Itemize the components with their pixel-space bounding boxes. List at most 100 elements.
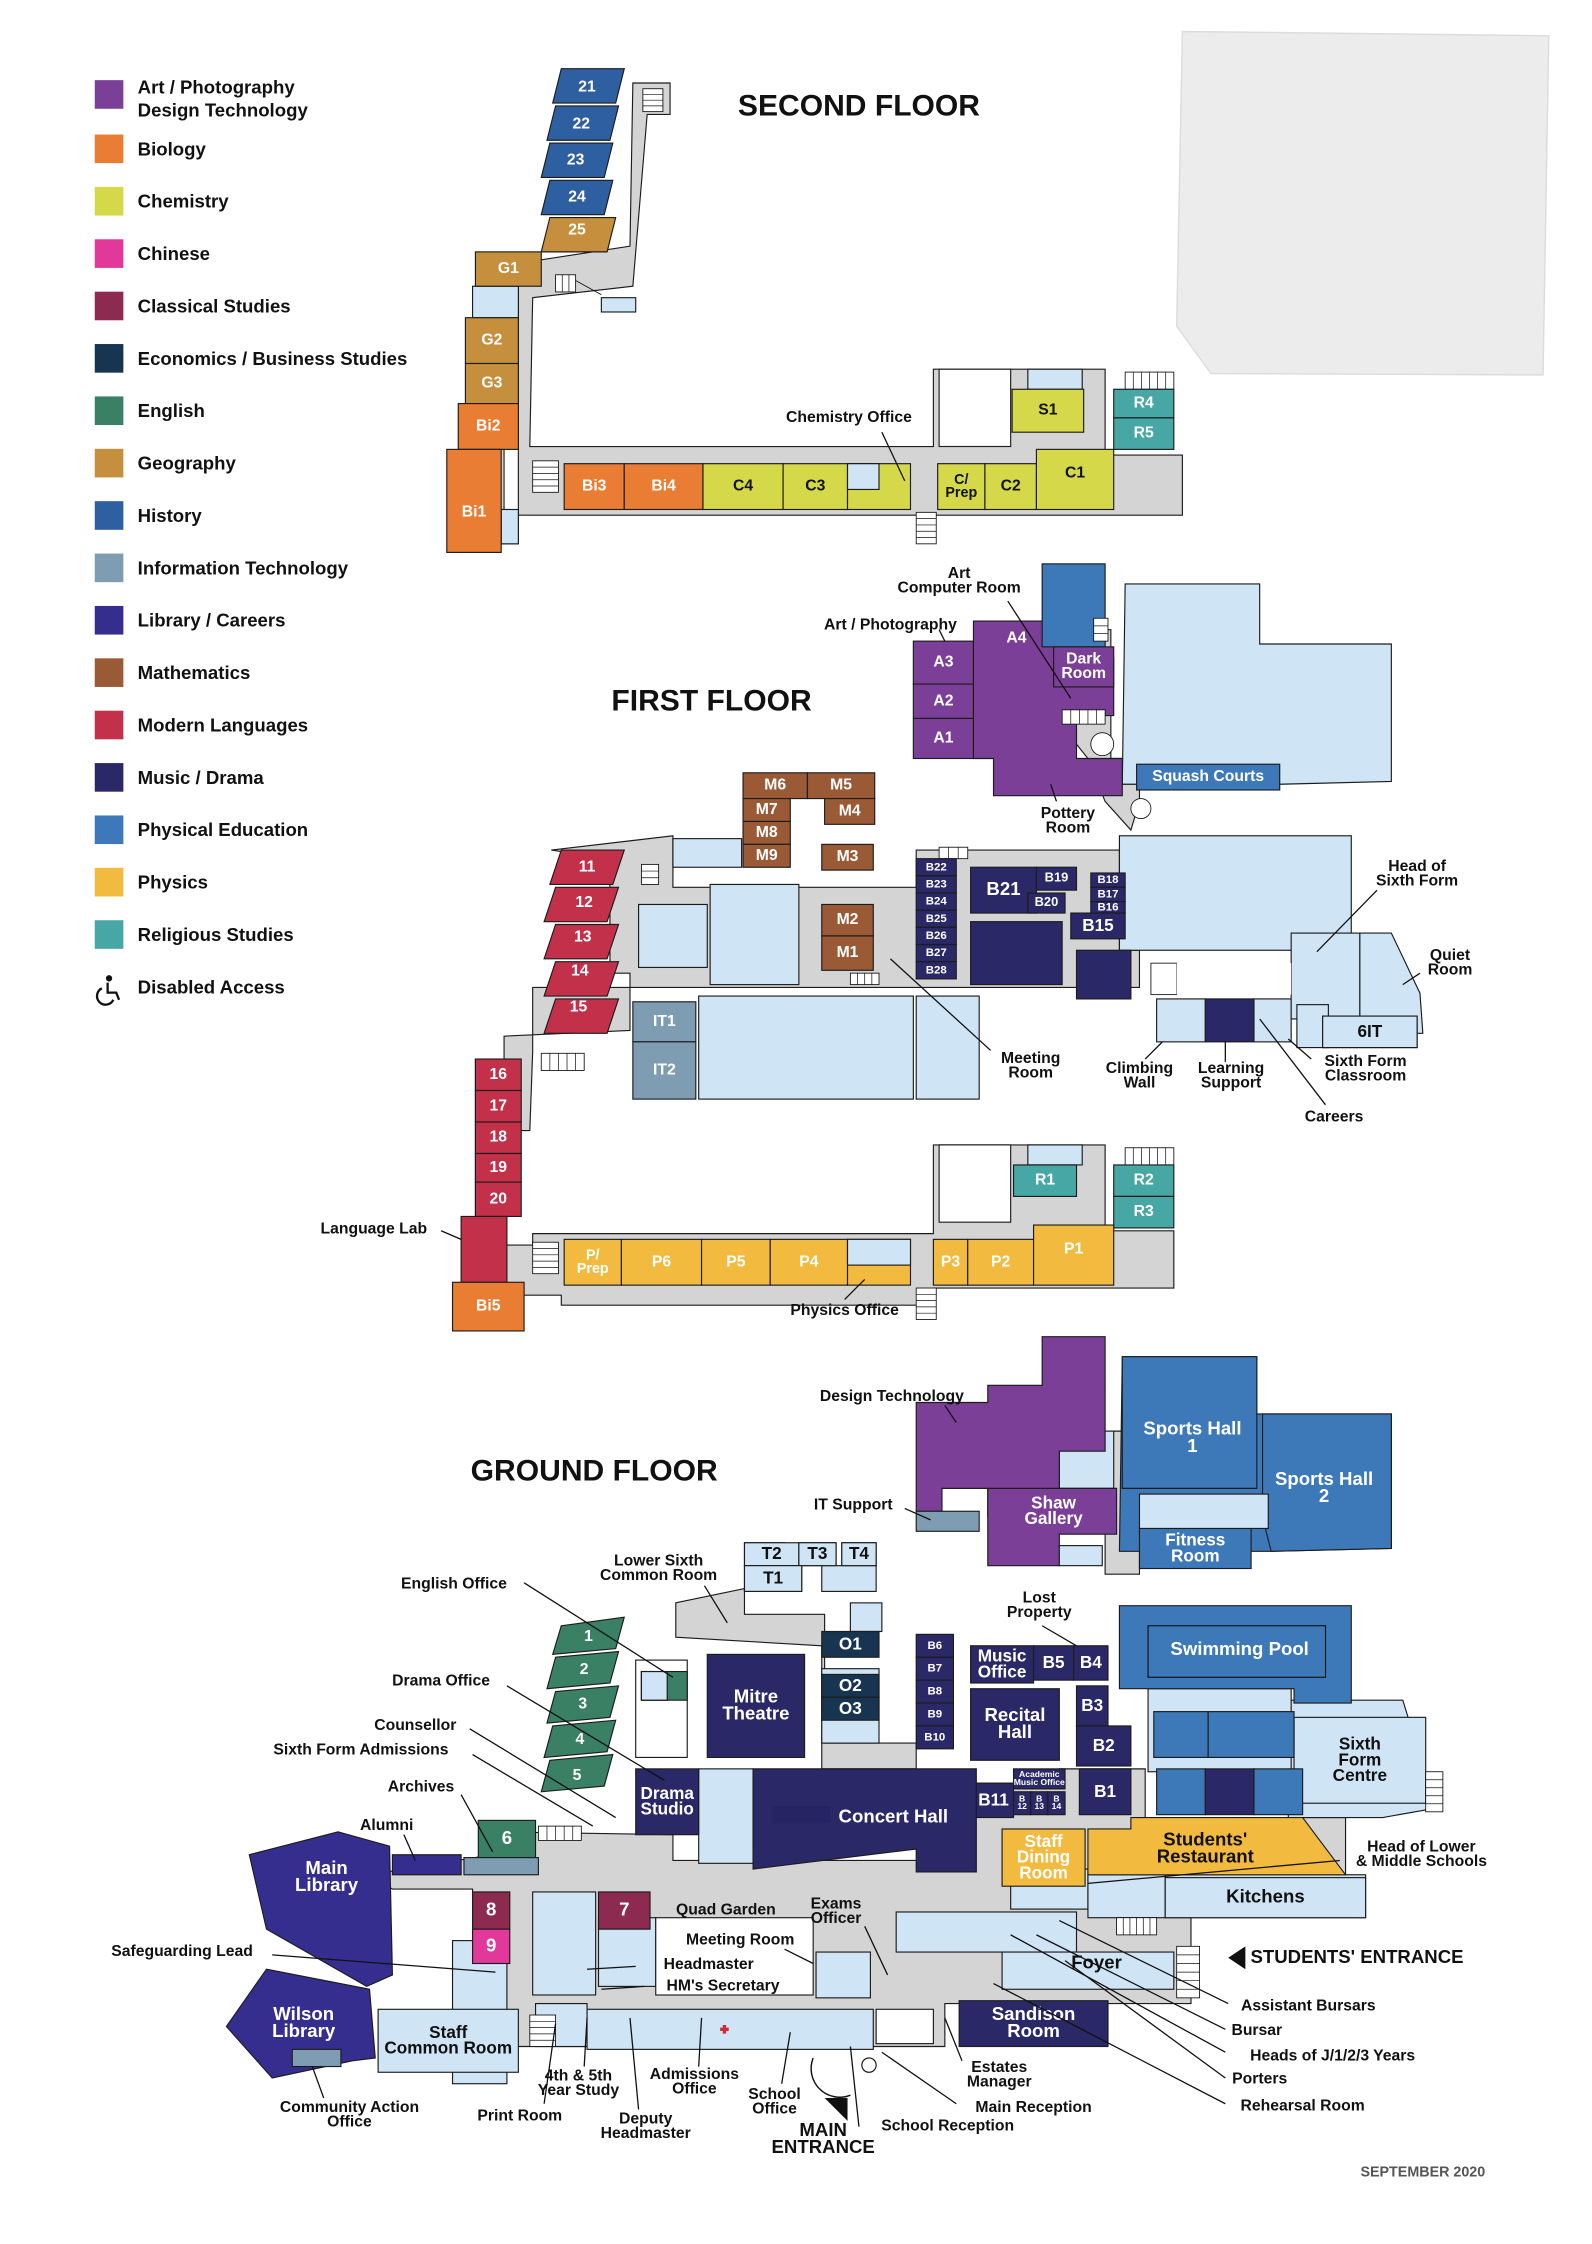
stairs-icon [555, 274, 577, 293]
room-label-b2: B2 [1093, 1735, 1115, 1755]
room-label-20: 20 [490, 1190, 508, 1207]
callout-head-of-lower-middle-schools: Head of Lower& Middle Schools [1356, 1839, 1487, 1870]
legend-item-physical-education: Physical Education [94, 815, 308, 845]
room-label-a3: A3 [933, 654, 953, 671]
callout-leader [703, 1585, 728, 1624]
callout-leader [543, 2023, 557, 2104]
room-label-o1: O1 [839, 1633, 862, 1653]
room-label-m9: M9 [756, 847, 778, 864]
room-sixth-form-centre [1293, 1716, 1427, 1804]
room-label-3: 3 [578, 1696, 587, 1713]
room-shaw-gallery [987, 1487, 1118, 1567]
room-b1 [1078, 1768, 1132, 1816]
room-label-b7: B7 [928, 1663, 943, 1675]
students-restaurant [1087, 1816, 1347, 1876]
room-shape [1087, 1874, 1166, 1919]
room-label-o3: O3 [839, 1697, 862, 1717]
room-label-g2: G2 [481, 332, 502, 349]
room-c2 [984, 463, 1038, 511]
room-label-b5: B5 [1043, 1651, 1065, 1671]
room-shape [1027, 368, 1083, 390]
callout-leader [506, 1685, 665, 1781]
callout-leader [1259, 1018, 1327, 1106]
callout-leader [1144, 1041, 1163, 1060]
room-shape [1027, 1144, 1083, 1166]
room-label-r3: R3 [1134, 1203, 1154, 1220]
legend-item-library-careers: Library / Careers [94, 605, 285, 635]
room-label-b17: B17 [1097, 888, 1118, 900]
legend-swatch [94, 448, 124, 478]
room-s1 [1011, 388, 1085, 433]
second-floor-title: SECOND FLOOR [738, 89, 980, 122]
room-b10 [915, 1725, 954, 1750]
stairs-icon [1093, 617, 1109, 642]
room-shape [895, 1911, 1078, 1953]
stairs-icon [1425, 1771, 1444, 1813]
room-shape [1156, 998, 1206, 1043]
room-label-swimming-pool: Swimming Pool [1170, 1638, 1308, 1659]
room-shape [709, 883, 800, 986]
legend-label: Chinese [138, 243, 210, 264]
room-label-m1: M1 [837, 944, 859, 961]
room-shape [821, 1565, 877, 1592]
callout-chemistry-office: Chemistry Office [786, 409, 912, 426]
room-3 [546, 1685, 620, 1724]
legend-item-geography: Geography [94, 448, 237, 478]
room-p-prep [563, 1238, 622, 1286]
room-label-12: 12 [575, 894, 593, 911]
room-label-bi2: Bi2 [476, 418, 501, 435]
ground-floor-title: GROUND FLOOR [471, 1455, 718, 1488]
callout-porters: Porters [1232, 2071, 1287, 2088]
room-shape [471, 285, 519, 319]
legend-swatch [94, 605, 124, 635]
callout-leader [844, 1278, 866, 1300]
room-shape [1058, 1545, 1103, 1567]
room-label-b18: B18 [1097, 874, 1119, 886]
room-label-22: 22 [573, 116, 591, 133]
room-swimming-pool [1118, 1605, 1352, 1704]
first-floor-title: FIRST FLOOR [611, 685, 812, 718]
room-shape [915, 1510, 980, 1532]
callout-art-photography: Art / Photography [824, 617, 957, 634]
room-o1 [821, 1630, 880, 1658]
room-shape [655, 1917, 814, 1996]
room-shape [600, 297, 637, 313]
room-shape [915, 995, 980, 1100]
callout-leader [1036, 1934, 1226, 2030]
room-label-t4: T4 [849, 1543, 869, 1563]
room-label-o2: O2 [839, 1674, 862, 1694]
room-t1 [743, 1565, 803, 1592]
room-r5 [1113, 417, 1175, 450]
callout-archives: Archives [388, 1779, 455, 1796]
legend-label: Music / Drama [138, 767, 265, 788]
legend-item-modern-languages: Modern Languages [94, 710, 308, 740]
legend-label: Chemistry [138, 191, 230, 212]
callout-leader [1010, 1934, 1226, 2053]
room-label-bi1: Bi1 [462, 503, 487, 520]
room-label-b22: B22 [926, 861, 947, 873]
callout-leader [523, 1582, 674, 1678]
callout-leader [1316, 889, 1378, 953]
stairs-icon [938, 846, 969, 860]
room-25 [540, 216, 617, 253]
room-2 [546, 1650, 620, 1690]
footer-date: SEPTEMBER 2020 [1360, 2164, 1485, 2180]
room-shape [849, 1602, 883, 1633]
room-shape [875, 2008, 934, 2045]
room-label-b6: B6 [928, 1640, 943, 1652]
legend-item-classical-studies: Classical Studies [94, 291, 291, 321]
room-14 [543, 961, 620, 997]
legend-swatch [94, 553, 124, 583]
room-b3 [1075, 1685, 1109, 1727]
room-11 [549, 849, 626, 886]
callout-language-lab: Language Lab [320, 1220, 427, 1237]
legend-label: Geography [138, 452, 237, 473]
